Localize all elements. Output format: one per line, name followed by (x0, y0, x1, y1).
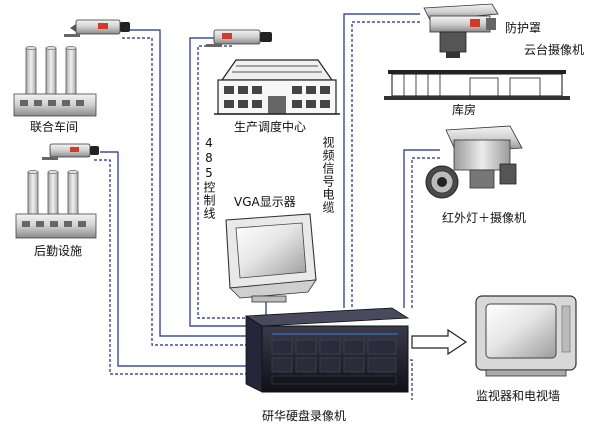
cable-ir-dashed (411, 157, 440, 308)
cable-ptz-dashed (351, 21, 420, 308)
cable-factory2-camera-dashed (94, 159, 246, 375)
output-arrow (411, 328, 468, 356)
cable-ptz-solid (343, 13, 420, 308)
label-rs485-line: 485控制线 (202, 136, 216, 220)
cable-factory1-camera-solid (130, 29, 246, 337)
box-camera-factory1 (64, 19, 130, 37)
tv-monitor-wall (475, 295, 577, 377)
label-tv-wall: 监视器和电视墙 (476, 389, 561, 403)
cable-factory1-camera-dashed (122, 37, 246, 346)
ptz-camera (423, 3, 499, 58)
dvr-unit (244, 307, 410, 393)
cable-right-dashed (400, 359, 413, 400)
label-ptz-camera: 云台摄像机 (524, 43, 585, 57)
warehouse-building (384, 70, 570, 100)
label-shield: 防护罩 (505, 21, 542, 35)
label-warehouse: 库房 (452, 103, 477, 117)
cable-center-camera-solid (189, 37, 250, 327)
label-vga-monitor: VGA显示器 (234, 195, 296, 209)
box-camera-factory2 (42, 143, 99, 160)
vga-monitor (225, 213, 317, 303)
label-dvr: 研华硬盘录像机 (262, 409, 347, 423)
factory-building-1 (13, 46, 97, 117)
cable-ir-solid (403, 149, 440, 308)
label-video-cable: 视频信号电缆 (321, 136, 335, 214)
box-camera-control-center (206, 29, 272, 47)
control-center-building (214, 59, 340, 115)
label-ir-camera: 红外灯＋摄像机 (442, 211, 527, 225)
label-factory1: 联合车间 (30, 120, 79, 134)
infrared-camera (425, 125, 523, 199)
cable-factory2-camera-solid (100, 151, 246, 367)
label-factory2: 后勤设施 (34, 244, 83, 258)
factory-building-2 (15, 170, 97, 239)
label-control-center: 生产调度中心 (234, 120, 307, 134)
